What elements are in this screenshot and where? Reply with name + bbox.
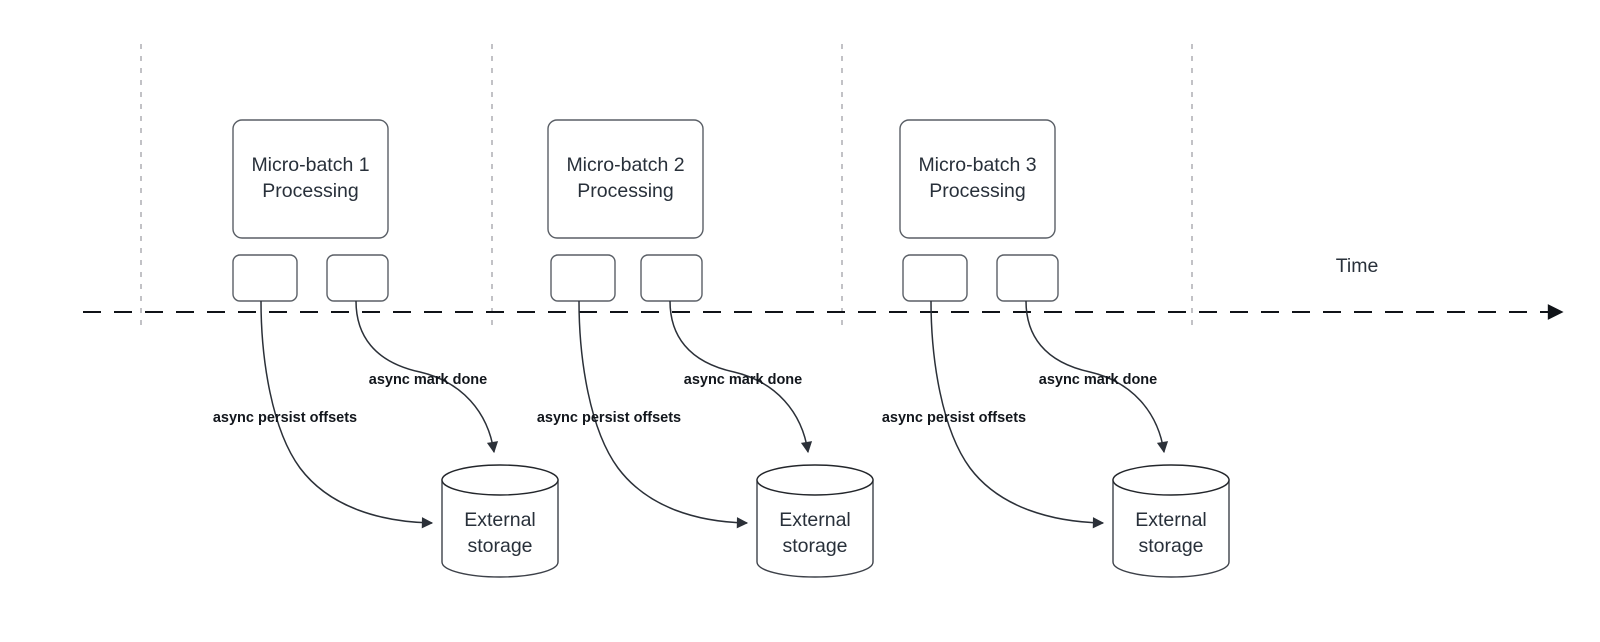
- micro-batch-3-title-line2: Processing: [929, 180, 1025, 202]
- micro-batch-3-storage-cylinder-body: [1112, 479, 1230, 578]
- micro-batch-1-title-line2: Processing: [262, 180, 358, 202]
- micro-batch-2-task-slot-right[interactable]: [640, 254, 703, 302]
- micro-batch-1-title-line1: Micro-batch 1: [251, 154, 369, 176]
- micro-batch-3-task-slot-right[interactable]: [996, 254, 1059, 302]
- micro-batch-3-storage-label-line2: storage: [1138, 535, 1203, 557]
- micro-batch-1-async-mark-done-edge: [355, 300, 499, 454]
- micro-batch-3-storage-label-line1: External: [1135, 509, 1207, 531]
- micro-batch-1-async-mark-done-label: async mark done: [369, 372, 487, 388]
- micro-batch-2-storage-cylinder-body: [756, 479, 874, 578]
- time-axis: Time: [83, 255, 1564, 320]
- micro-batch-1-group: Micro-batch 1 Processing async mark done…: [213, 119, 559, 578]
- micro-batch-2-async-mark-done-label: async mark done: [684, 372, 802, 388]
- micro-batch-3-title-line1: Micro-batch 3: [918, 154, 1036, 176]
- micro-batch-1-task-slot-left[interactable]: [232, 254, 298, 302]
- micro-batch-1-storage-label-line2: storage: [467, 535, 532, 557]
- micro-batch-2-external-storage[interactable]: External storage: [756, 464, 874, 578]
- micro-batch-2-storage-label-line2: storage: [782, 535, 847, 557]
- micro-batch-2-storage-label-line1: External: [779, 509, 851, 531]
- micro-batch-3-external-storage[interactable]: External storage: [1112, 464, 1230, 578]
- micro-batch-3-task-slot-left[interactable]: [902, 254, 968, 302]
- micro-batch-2-async-persist-offsets-label: async persist offsets: [537, 410, 681, 426]
- micro-batch-1-storage-label-line1: External: [464, 509, 536, 531]
- micro-batch-2-async-persist-offsets-edge: [578, 300, 749, 529]
- micro-batch-2-task-slot-left[interactable]: [550, 254, 616, 302]
- micro-batch-1-external-storage[interactable]: External storage: [441, 464, 559, 578]
- micro-batch-3-async-persist-offsets-edge: [930, 300, 1105, 529]
- micro-batch-1-task-slot-right[interactable]: [326, 254, 389, 302]
- micro-batch-3-async-mark-done-label: async mark done: [1039, 372, 1157, 388]
- micro-batch-2-box[interactable]: [547, 119, 704, 239]
- micro-batch-3-box[interactable]: [899, 119, 1056, 239]
- micro-batch-3-async-persist-offsets-label: async persist offsets: [882, 410, 1026, 426]
- micro-batch-1-async-persist-offsets-edge: [260, 300, 434, 529]
- micro-batch-1-storage-cylinder-body: [441, 479, 559, 578]
- micro-batch-2-group: Micro-batch 2 Processing async mark done…: [537, 119, 874, 578]
- micro-batch-3-group: Micro-batch 3 Processing async mark done…: [882, 119, 1230, 578]
- time-axis-label: Time: [1336, 255, 1379, 277]
- micro-batch-1-box[interactable]: [232, 119, 389, 239]
- micro-batch-2-title-line1: Micro-batch 2: [566, 154, 684, 176]
- micro-batch-3-storage-cylinder-top: [1112, 464, 1230, 496]
- micro-batch-2-storage-cylinder-top: [756, 464, 874, 496]
- micro-batch-2-title-line2: Processing: [577, 180, 673, 202]
- micro-batch-1-storage-cylinder-top: [441, 464, 559, 496]
- micro-batch-1-async-persist-offsets-label: async persist offsets: [213, 410, 357, 426]
- micro-batch-2-async-mark-done-edge: [669, 300, 813, 454]
- micro-batch-3-async-mark-done-edge: [1025, 300, 1169, 454]
